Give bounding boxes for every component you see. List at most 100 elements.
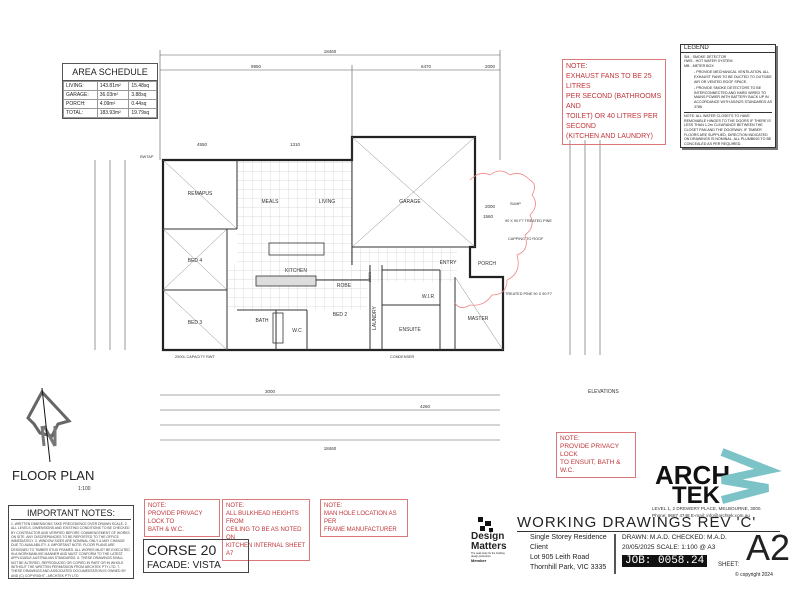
post-label: 90 X 90 F7 TREATED PINE	[505, 219, 552, 223]
note-line: (KITCHEN AND LAUNDRY)	[566, 133, 653, 140]
note-line: TOILET) OR 40 LITRES PER SECOND	[566, 113, 658, 130]
svg-text:ARCH: ARCH	[655, 460, 730, 490]
member-label: Member	[471, 558, 487, 563]
room-master: MASTER	[468, 316, 489, 322]
important-notes-body: 1. WRITTEN DIMENSIONS TAKE PRECEDENCE OV…	[11, 522, 130, 578]
room-bath: BATH	[256, 318, 269, 324]
project-type: Single Storey Residence	[530, 534, 607, 541]
svg-text:TEK: TEK	[672, 482, 721, 509]
legend-item: MB - METER BOX	[684, 63, 714, 68]
post-label-2: TREATED PINE 90 X 90 F7	[505, 292, 552, 296]
drawing-info: DRAWN: M.A.D. CHECKED: M.A.D. 20/05/2025…	[622, 533, 727, 553]
design-name: CORSE 20	[147, 542, 217, 558]
facade-label: FACADE:	[147, 560, 190, 571]
design-matters-logo: Design Matters The peak body for the bui…	[471, 532, 511, 564]
note-line: NOTE:	[566, 63, 588, 70]
site-address-2: Thornhill Park, VIC 3335	[530, 564, 607, 571]
room-wir: W.I.R	[422, 294, 435, 300]
room-kitchen: KITCHEN	[285, 268, 307, 274]
important-notes-title: IMPORTANT NOTES:	[11, 508, 131, 520]
room-bed4: BED 4	[188, 258, 203, 264]
area-cell: 4.09m²	[96, 99, 130, 109]
dim-4550: 4550	[197, 142, 208, 147]
landscaping-cloud	[454, 170, 536, 308]
copyright: © copyright 2024	[735, 572, 773, 578]
member-tagline: The peak body for the building design pr…	[471, 552, 505, 558]
room-bed3: BED 3	[188, 320, 203, 326]
legend-title: LEGEND	[681, 45, 775, 53]
legend-item: - PROVIDE MECHANICAL VENTILATION. ALL EX…	[694, 70, 772, 84]
sheet-number: A2	[746, 527, 791, 568]
drawing-date: 20/05/2025	[622, 544, 655, 551]
note-line: PER SECOND (BATHROOMS AND	[566, 93, 662, 110]
project-info: Single Storey Residence Client Lot 905 L…	[530, 533, 607, 573]
room-entry: ENTRY	[440, 260, 458, 266]
drawing-scale: SCALE: 1:100 @ A3	[656, 544, 716, 551]
note-line: EXHAUST FANS TO BE 25 LITRES	[566, 73, 652, 90]
area-schedule-title: AREA SCHEDULE	[63, 64, 157, 81]
area-cell: 3.88sq	[128, 90, 157, 100]
bath-tub	[272, 312, 284, 344]
client: Client	[530, 544, 548, 551]
drawn-by: DRAWN: M.A.D.	[622, 534, 670, 541]
site-address-1: Lot 905 Leith Road	[530, 554, 590, 561]
room-linen: LINEN	[368, 271, 372, 282]
archtek-logo: ARCH TEK	[655, 448, 782, 509]
rainwater-tank-label: 2000L CAPACITY RWT	[175, 355, 215, 359]
sump-label: SUMP	[510, 202, 521, 206]
facade-value: VISTA	[192, 560, 221, 571]
room-robe: ROBE	[337, 283, 352, 289]
company-address: LEVEL 1, 2 DREWERY PLACE, MELBOURNE, 300…	[652, 506, 762, 511]
note-line: NOTE:	[148, 503, 167, 509]
dim-9950: 9950	[251, 64, 262, 69]
note-line: PROVIDE PRIVACY LOCK TO	[148, 511, 203, 525]
note-line: PROVIDE PRIVACY LOCK	[560, 443, 619, 458]
room-meals: MEALS	[262, 199, 280, 205]
floor-plan-scale: 1:100	[78, 486, 91, 492]
note-line: ALL BULKHEAD HEIGHTS FROM	[226, 511, 299, 525]
internal-walls	[163, 137, 470, 350]
dimension-lines	[94, 50, 601, 441]
room-porch: PORCH	[478, 261, 496, 267]
company-phone-email: Phone: 9687 4748 E-mail: info@archtek.co…	[652, 513, 750, 518]
note-line: NOTE:	[226, 503, 245, 509]
area-cell: TOTAL:	[63, 108, 98, 118]
area-cell: PORCH:	[63, 99, 98, 109]
sheet-label: SHEET:	[718, 562, 740, 568]
legend-note: NOTE: ALL WATER CLOSETS TO HAVE REMOVABL…	[684, 112, 772, 146]
divider	[614, 534, 616, 574]
legend: LEGEND SM - SMOKE DETECTOR HWS - HOT WAT…	[680, 44, 776, 148]
dim-overall-top: 18460	[324, 49, 337, 54]
legend-item: SM - SMOKE DETECTOR	[684, 54, 727, 59]
dim-6470: 6470	[421, 64, 432, 69]
area-cell: 143.81m²	[96, 81, 130, 91]
room-wc: W.C	[292, 328, 302, 334]
area-cell: 15.48sq	[128, 81, 157, 91]
note-line: NOTE:	[560, 435, 580, 442]
north-arrow-icon	[26, 387, 72, 463]
member-name-2: Matters	[471, 541, 507, 552]
note-line: NOTE:	[324, 503, 343, 509]
area-cell: 19.79sq	[128, 108, 157, 118]
elevations-label: ELEVATIONS	[588, 389, 619, 395]
design-matters-icon	[478, 517, 493, 532]
area-cell: GARAGE:	[63, 90, 98, 100]
room-living: LIVING	[319, 199, 336, 205]
legend-item: HWS - HOT WATER SYSTEM	[684, 59, 733, 64]
dim-4260: 4260	[420, 404, 431, 409]
condenser-label: CONDENSER	[390, 355, 415, 359]
dim-3000: 3000	[265, 389, 276, 394]
room-remapus: REMAPUS	[188, 191, 213, 197]
room-laundry: LAUNDRY	[372, 305, 378, 329]
dim-porch-2000: 2000	[485, 204, 496, 209]
note-line: KITCHEN INTERNAL SHEET A7	[226, 543, 306, 557]
job-number: JOB: 0058.24	[622, 555, 708, 567]
capping-label: CAPPING TO ROOF	[508, 237, 544, 241]
